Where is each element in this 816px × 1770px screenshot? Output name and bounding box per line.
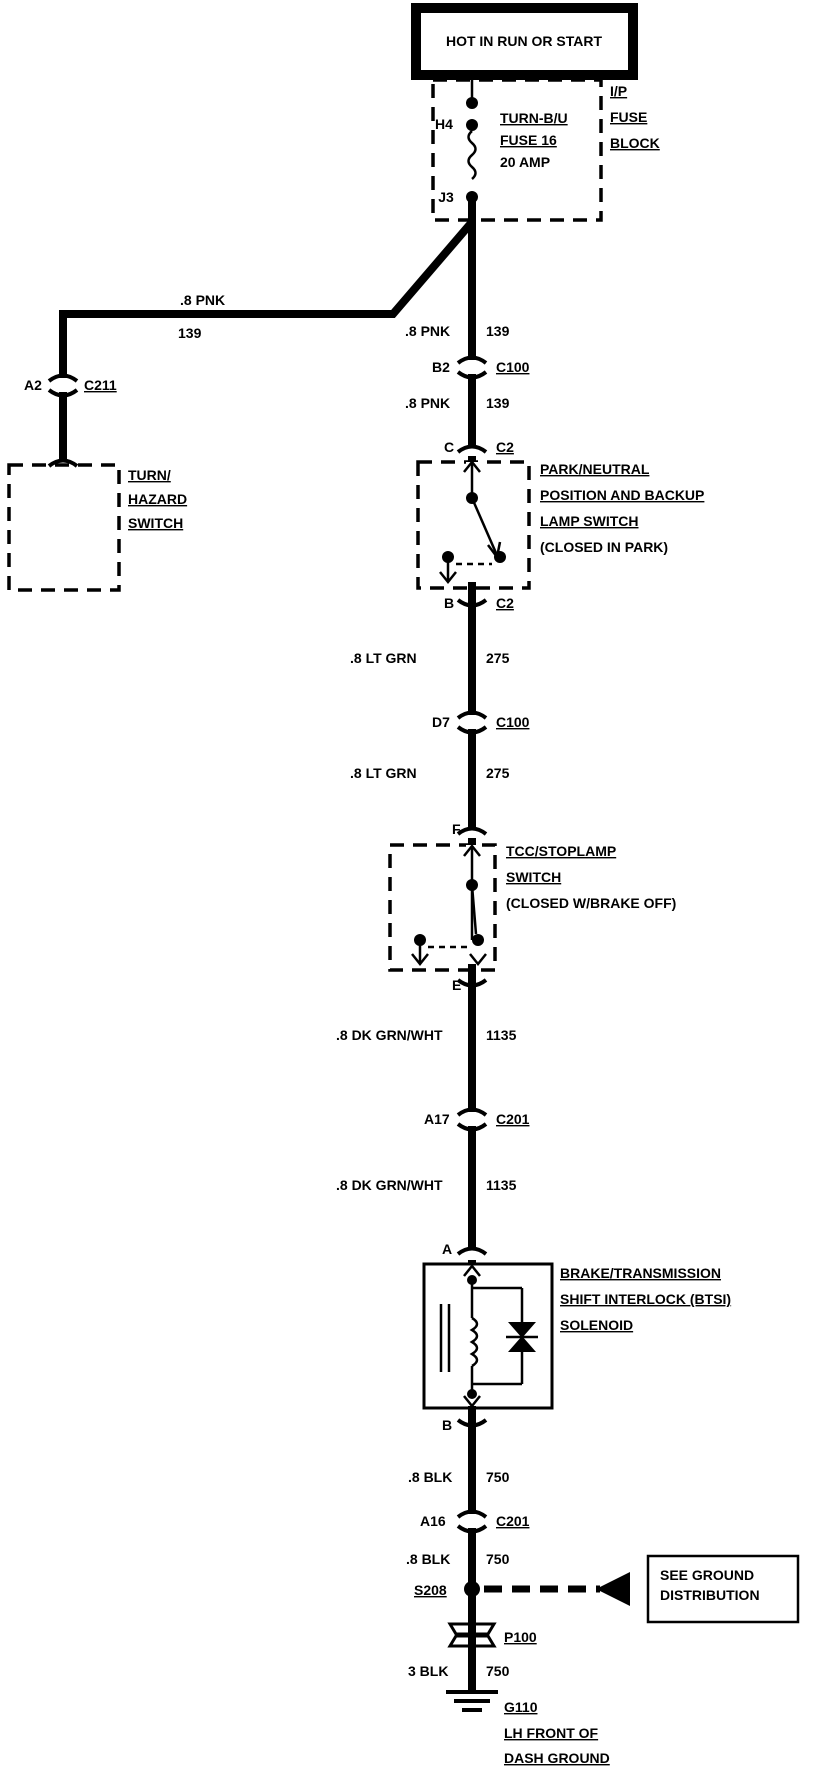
header-text: HOT IN RUN OR START: [446, 33, 603, 49]
solenoid-line-3: SOLENOID: [560, 1317, 633, 1333]
btsi-solenoid: A B BRAKE/TRANSMISSION SHIFT INTERLOCK (…: [422, 1241, 731, 1433]
fuse-line-1: TURN-B/U: [500, 110, 568, 126]
splice-s208: S208: [414, 1572, 630, 1606]
turn-switch-line-1: TURN/: [128, 467, 171, 483]
w2-circuit: 139: [486, 395, 510, 411]
png-bottom-name: C2: [496, 595, 514, 611]
w1-wire: .8 PNK: [405, 323, 450, 339]
c201-1-name: C201: [496, 1111, 530, 1127]
solenoid-line-2: SHIFT INTERLOCK (BTSI): [560, 1291, 731, 1307]
w4-wire: .8 LT GRN: [350, 765, 417, 781]
w3-wire: .8 LT GRN: [350, 650, 417, 666]
tcc-switch-line-3: (CLOSED W/BRAKE OFF): [506, 895, 676, 911]
branch-wire: .8 PNK 139: [59, 219, 476, 460]
fuse-block-name-1: I/P: [610, 83, 627, 99]
c211-pin: A2: [24, 377, 42, 393]
coil-icon: [469, 1316, 479, 1368]
fuse-terminal-top: [466, 119, 478, 131]
c100-connector-1: B2 C100: [432, 355, 530, 380]
ground-ref-line-2: DISTRIBUTION: [660, 1587, 760, 1603]
w9-wire: 3 BLK: [408, 1663, 448, 1679]
w6-wire: .8 DK GRN/WHT: [336, 1177, 443, 1193]
w8-wire: .8 BLK: [406, 1551, 450, 1567]
fuse-pin-bottom: J3: [438, 189, 454, 205]
branch-circuit-label: 139: [178, 325, 202, 341]
w2-wire: .8 PNK: [405, 395, 450, 411]
solenoid-line-1: BRAKE/TRANSMISSION: [560, 1265, 721, 1281]
p100-name: P100: [504, 1629, 537, 1645]
fuse-block-name-3: BLOCK: [610, 135, 660, 151]
c201-2-name: C201: [496, 1513, 530, 1529]
ground-distribution-ref[interactable]: SEE GROUND DISTRIBUTION: [646, 1554, 800, 1624]
fuse-block-name-2: FUSE: [610, 109, 647, 125]
png-switch-line-3: LAMP SWITCH: [540, 513, 639, 529]
c211-name: C211: [84, 377, 117, 393]
fuse-block: H4 J3 TURN-B/U FUSE 16 20 AMP I/P FUSE B…: [431, 78, 660, 222]
fuse-pin-top: H4: [435, 116, 453, 132]
branch-wire-label: .8 PNK: [180, 292, 225, 308]
tcc-switch-line-1: TCC/STOPLAMP: [506, 843, 616, 859]
ground-line-1: G110: [504, 1699, 538, 1715]
png-switch-line-4: (CLOSED IN PARK): [540, 539, 668, 555]
splice-name: S208: [414, 1582, 447, 1598]
fuse-line-2: FUSE 16: [500, 132, 557, 148]
c201-connector-1: A17 C201: [424, 1107, 530, 1132]
diode-icon: [508, 1322, 536, 1338]
png-bottom-pin: B: [444, 595, 454, 611]
w6-circuit: 1135: [486, 1177, 517, 1193]
fuse-icon: [467, 130, 477, 180]
park-neutral-switch: C C2 B C2 PARK/NEUTRAL POSITION AND BACK…: [416, 439, 704, 611]
w9-circuit: 750: [486, 1663, 510, 1679]
ground-g110: G110 LH FRONT OF DASH GROUND: [446, 1690, 610, 1766]
tcc-stoplamp-switch: F E TCC/STOPLAMP SWITCH (CLOSED W/BRAKE …: [388, 821, 676, 993]
png-top-pin: C: [444, 439, 454, 455]
c201-1-pin: A17: [424, 1111, 450, 1127]
turn-switch-line-2: HAZARD: [128, 491, 187, 507]
turn-switch-line-3: SWITCH: [128, 515, 183, 531]
c100-1-name: C100: [496, 359, 530, 375]
w7-wire: .8 BLK: [408, 1469, 452, 1485]
ground-line-2: LH FRONT OF: [504, 1725, 599, 1741]
c100-2-pin: D7: [432, 714, 450, 730]
tcc-bottom-pin: E: [452, 977, 461, 993]
ground-ref-arrow-icon: [596, 1572, 630, 1606]
w5-wire: .8 DK GRN/WHT: [336, 1027, 443, 1043]
ground-line-3: DASH GROUND: [504, 1750, 610, 1766]
ground-ref-line-1: SEE GROUND: [660, 1567, 754, 1583]
fuse-line-3: 20 AMP: [500, 154, 550, 170]
png-top-name: C2: [496, 439, 514, 455]
sol-top-pin: A: [442, 1241, 452, 1257]
tcc-top-pin: F: [452, 821, 461, 837]
sol-bottom-pin: B: [442, 1417, 452, 1433]
w1-circuit: 139: [486, 323, 510, 339]
turn-hazard-switch: TURN/ HAZARD SWITCH: [7, 458, 187, 592]
c201-connector-2: A16 C201: [420, 1509, 530, 1534]
w4-circuit: 275: [486, 765, 510, 781]
pass-thru-p100: P100: [447, 1620, 537, 1650]
c100-1-pin: B2: [432, 359, 450, 375]
c100-connector-2: D7 C100: [432, 710, 530, 735]
c100-2-name: C100: [496, 714, 530, 730]
png-switch-line-1: PARK/NEUTRAL: [540, 461, 650, 477]
w7-circuit: 750: [486, 1469, 510, 1485]
tcc-switch-line-2: SWITCH: [506, 869, 561, 885]
w3-circuit: 275: [486, 650, 510, 666]
png-switch-line-2: POSITION AND BACKUP: [540, 487, 704, 503]
w5-circuit: 1135: [486, 1027, 517, 1043]
c201-2-pin: A16: [420, 1513, 446, 1529]
c211-connector: A2 C211: [24, 373, 117, 398]
hot-in-run-header: HOT IN RUN OR START: [411, 3, 638, 80]
w8-circuit: 750: [486, 1551, 510, 1567]
